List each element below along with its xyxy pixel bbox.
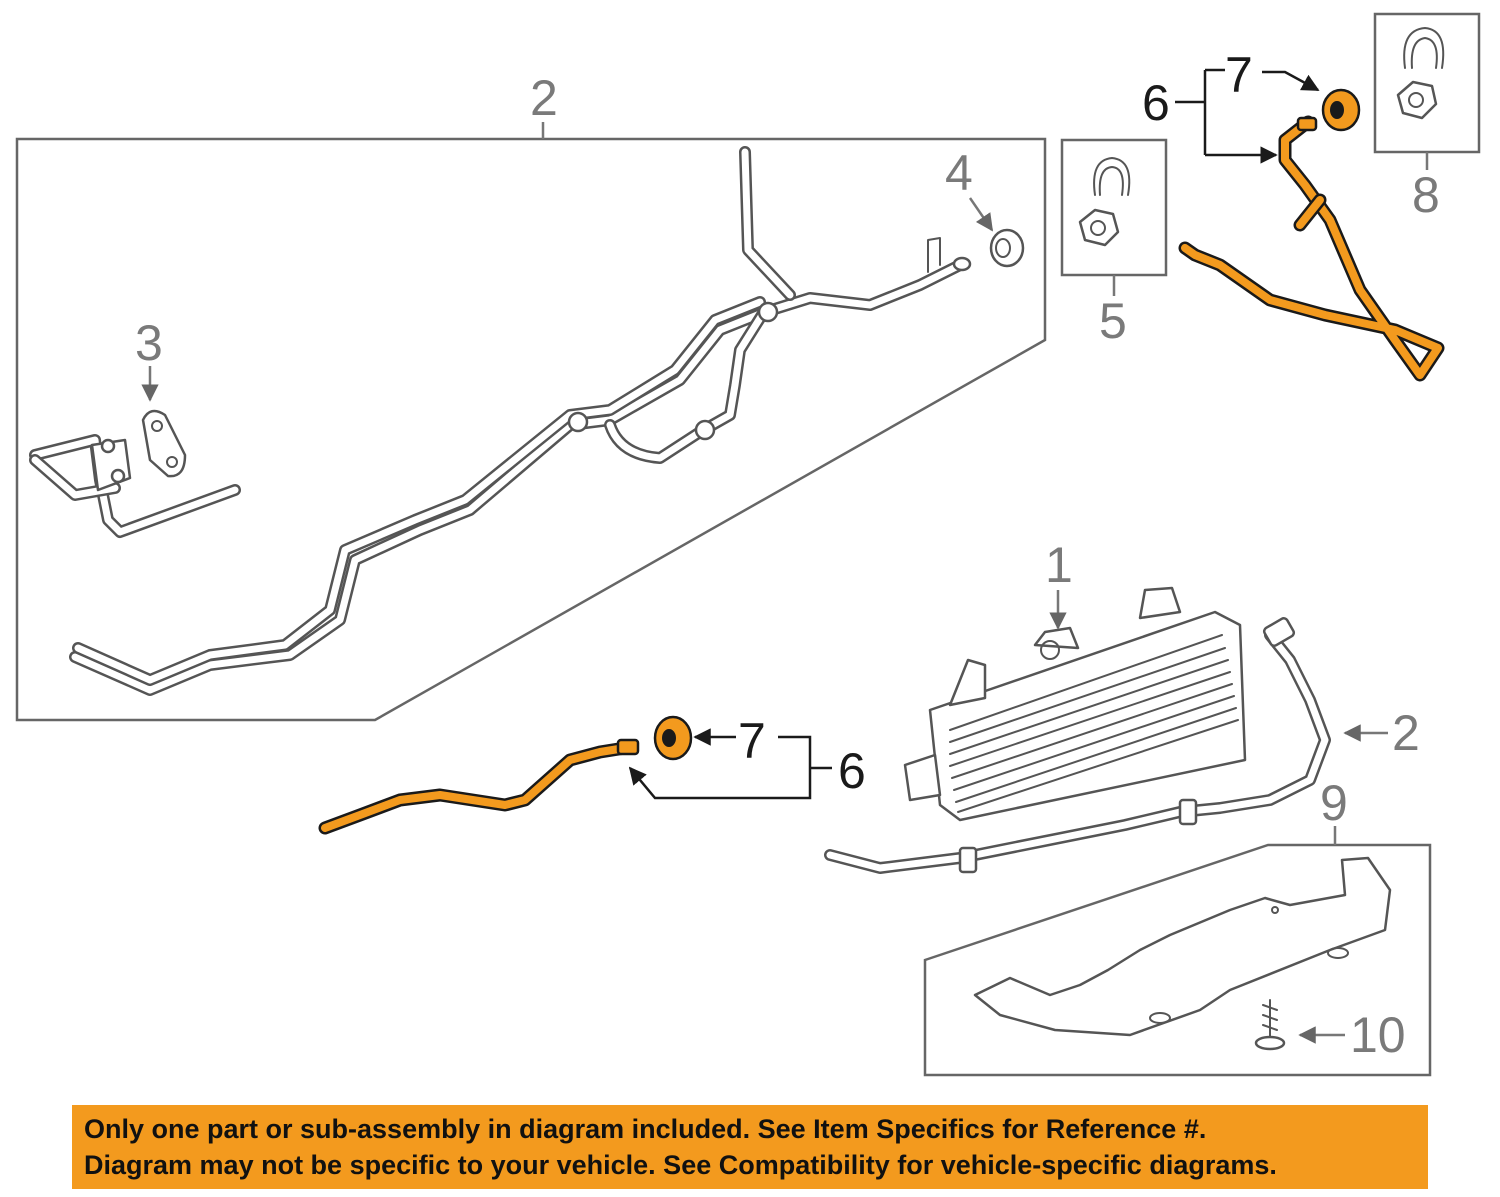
highlighted-hose-top (1178, 88, 1445, 382)
transmission-oil-cooler (903, 586, 1247, 822)
disclaimer-banner: Only one part or sub-assembly in diagram… (72, 1105, 1428, 1189)
seal-part-4 (989, 228, 1025, 268)
callout-8: 8 (1412, 167, 1440, 223)
callout-7-top: 7 (1225, 47, 1253, 103)
callout-6-bottom: 6 (838, 743, 866, 799)
callout-9: 9 (1320, 775, 1348, 831)
callout-5: 5 (1099, 293, 1127, 349)
cooler-line-panel (15, 137, 1047, 722)
shield-panel-9 (923, 843, 1432, 1077)
gasket-part-3 (141, 409, 187, 478)
cooler-line-right (824, 617, 1331, 874)
disclaimer-line-2: Diagram may not be specific to your vehi… (84, 1150, 1277, 1180)
callout-2-right: 2 (1392, 705, 1420, 761)
callout-3: 3 (135, 315, 163, 371)
fitting-bracket (29, 434, 241, 538)
clip-nut-box-8 (1373, 12, 1481, 154)
callout-10: 10 (1350, 1007, 1406, 1063)
callout-1: 1 (1045, 537, 1073, 593)
callout-7-bottom: 7 (738, 713, 766, 769)
highlighted-hose-bottom (318, 715, 693, 835)
clip-nut-box-5 (1060, 138, 1168, 277)
bolt-part-10 (1254, 999, 1286, 1051)
callout-6-top: 6 (1142, 75, 1170, 131)
callout-2-top: 2 (530, 70, 558, 126)
disclaimer-line-1: Only one part or sub-assembly in diagram… (84, 1114, 1207, 1144)
callout-4: 4 (945, 145, 973, 201)
